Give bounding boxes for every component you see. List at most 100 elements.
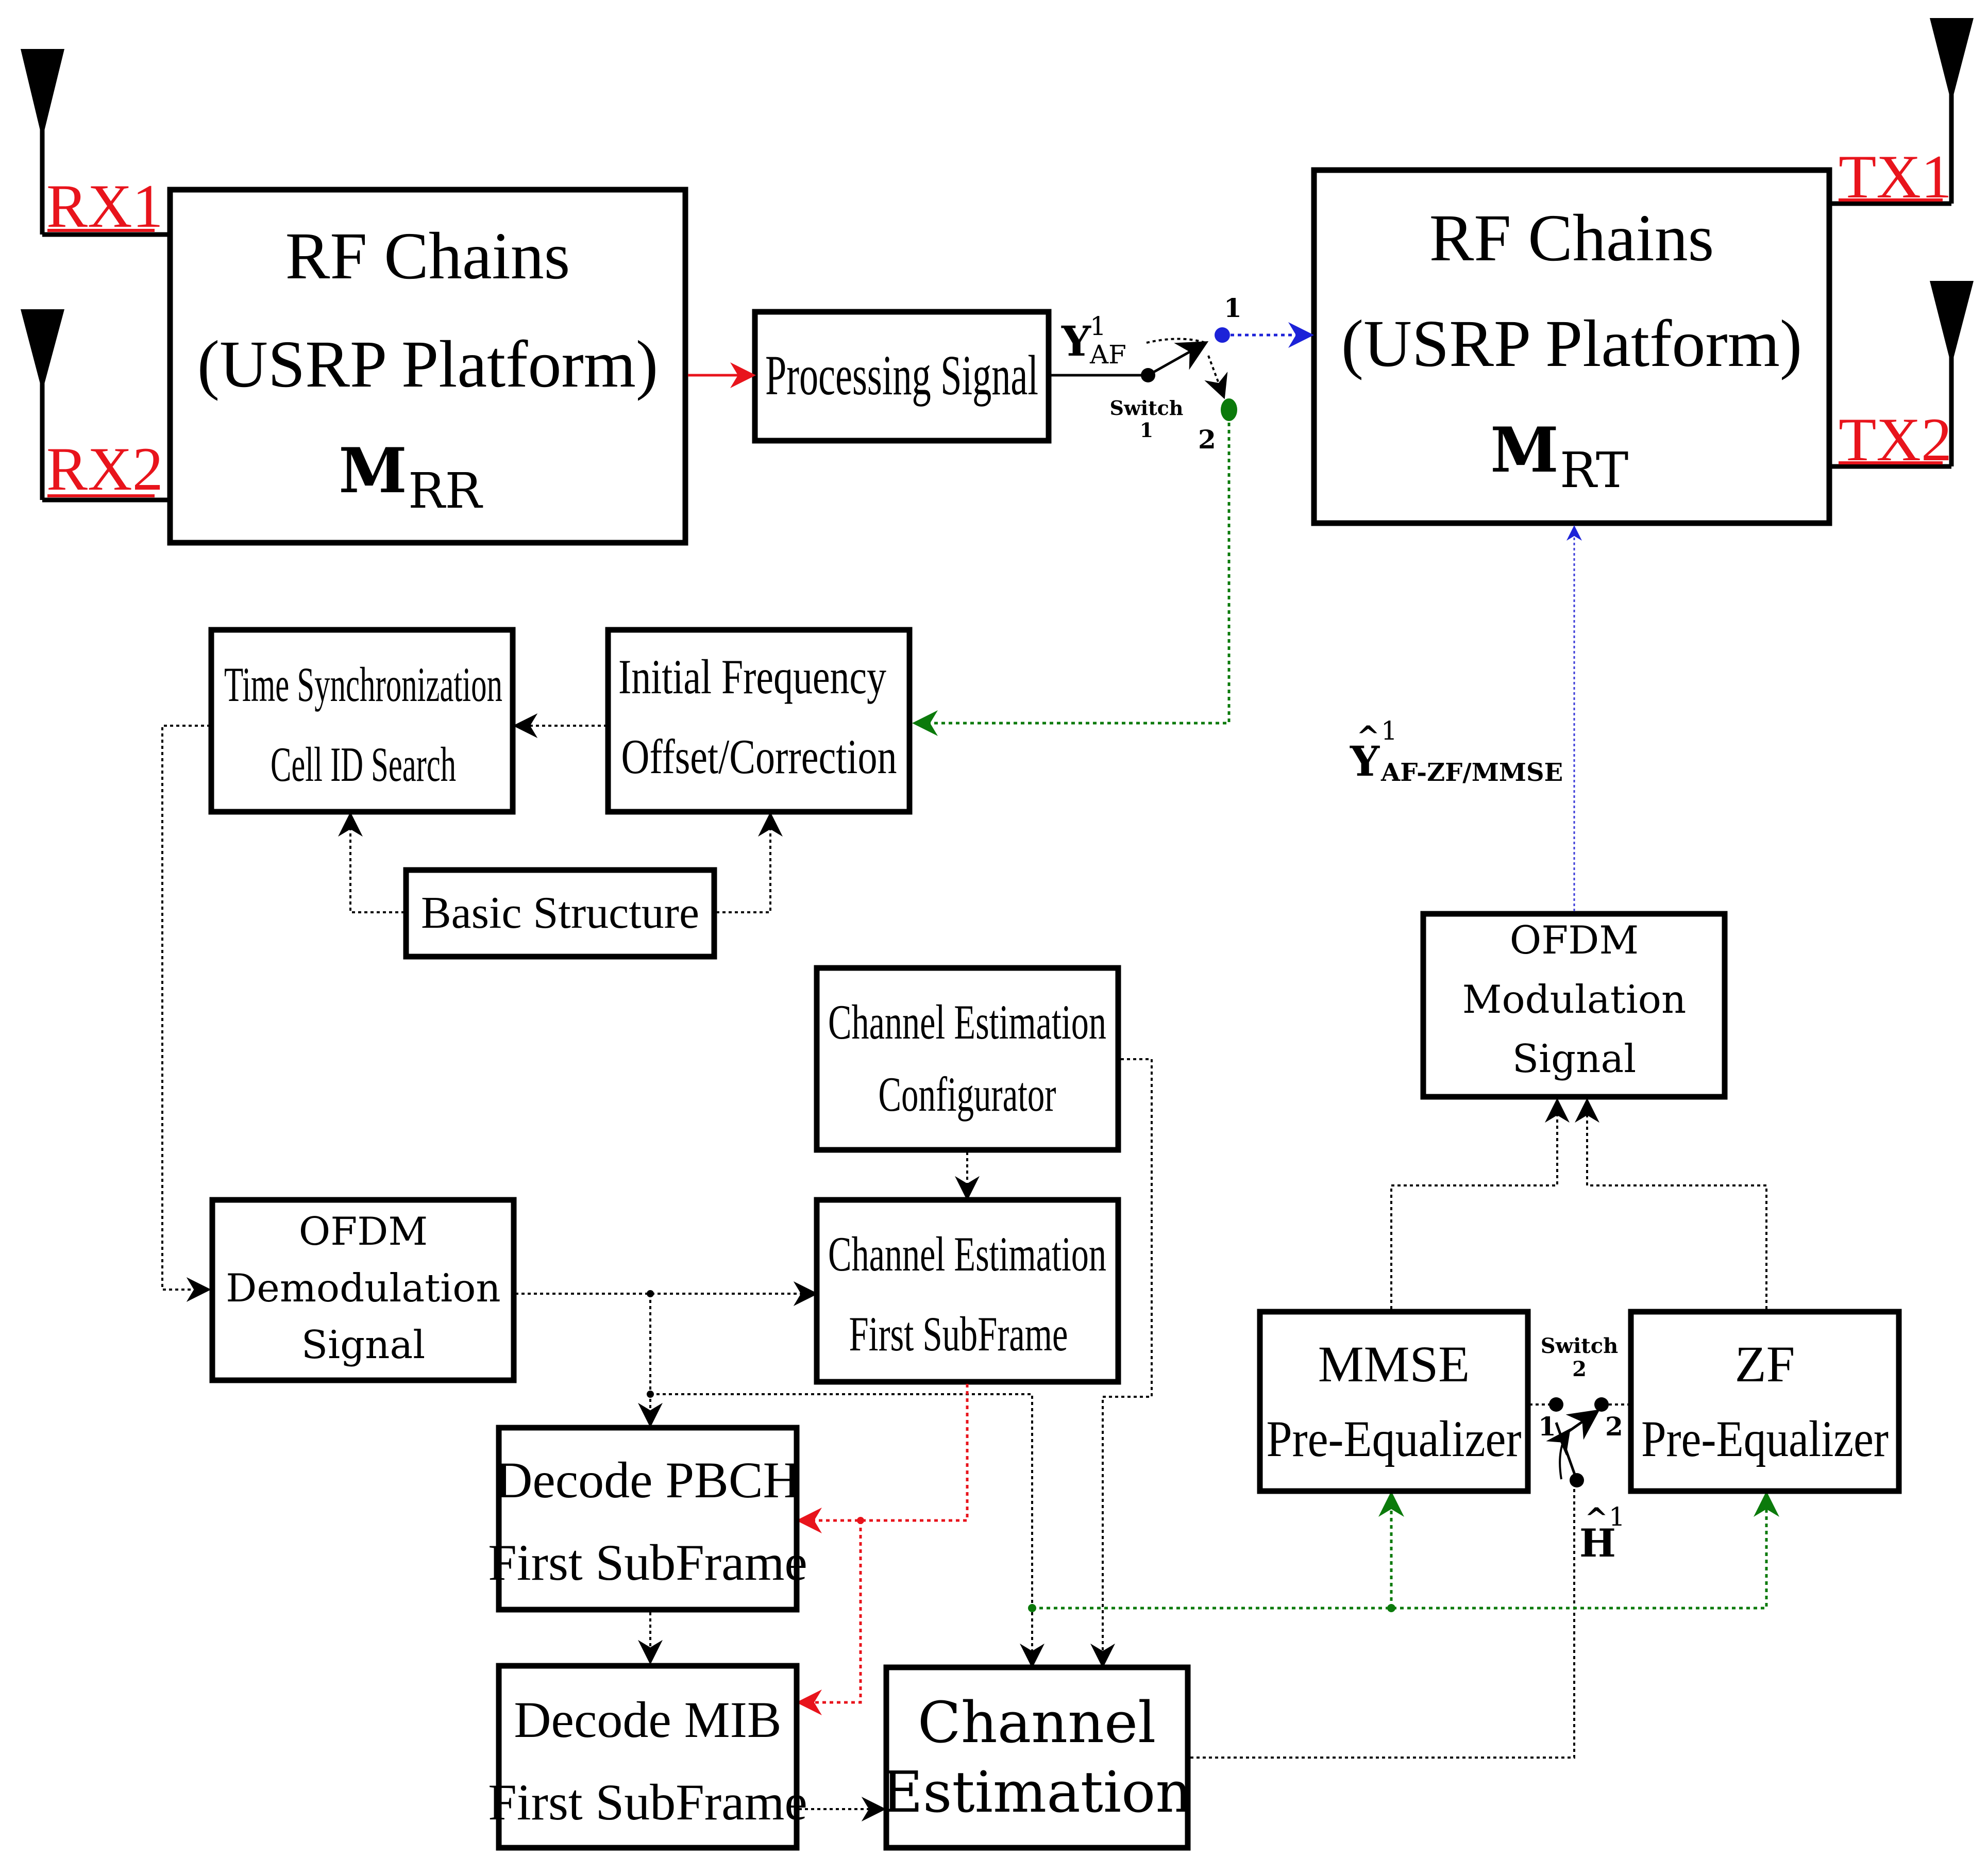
time-sync-to-ofdm-demod-arrow	[161, 725, 211, 1302]
switch2-label: Switch	[1541, 1334, 1618, 1358]
switch1-pos2-dot	[1221, 398, 1237, 421]
ifo-line2: Offset/Correction	[621, 729, 897, 784]
ce-first-line2: First SubFrame	[849, 1307, 1068, 1361]
switch1-pos1-dot	[1215, 327, 1230, 343]
processing-signal-block: Processing Signal	[752, 309, 1052, 444]
rf-tx-m-subscript: RT	[1560, 442, 1628, 499]
time-sync-line1: Time Synchronization	[224, 657, 502, 712]
processing-label: Processing Signal	[765, 344, 1038, 407]
rf-tx-m-label: M	[1490, 414, 1559, 487]
signal-y-af-label: Y 1 AF	[1061, 311, 1126, 370]
switch1-pos2-label: 2	[1198, 424, 1216, 455]
ifo-line1: Initial Frequency	[618, 649, 886, 704]
basic-to-ifo-arrow	[716, 812, 783, 913]
rf-rx-title: RF Chains	[285, 219, 570, 293]
switch1-pos1-label: 1	[1224, 293, 1242, 323]
h-hat-superscript: 1	[1609, 1502, 1625, 1532]
switch2-number: 2	[1572, 1357, 1587, 1381]
decode-pbch-block: Decode PBCH First SubFrame	[488, 1425, 807, 1613]
rf-rx-m-subscript: RR	[408, 463, 483, 520]
basic-structure-block: Basic Structure	[403, 867, 717, 960]
rf-tx-subtitle: (USRP Platform)	[1341, 307, 1802, 381]
switch1-to-ifo-arrow	[912, 423, 1231, 736]
tx2-label: TX2	[1839, 405, 1952, 474]
mib-line2: First SubFrame	[488, 1774, 807, 1831]
antenna-rx1: RX1	[21, 49, 170, 240]
ce-config-line2: Configurator	[879, 1067, 1056, 1122]
basic-to-time-sync-arrow	[338, 812, 405, 913]
antenna-rx2-icon	[21, 309, 64, 392]
ofdm-mod-line1: OFDM	[1510, 917, 1639, 963]
rx1-label: RX1	[46, 172, 163, 240]
zf-line2: Pre-Equalizer	[1641, 1410, 1889, 1467]
rf-rx-m-label: M	[339, 434, 407, 507]
ce-to-equalizers-green-bus	[1032, 1491, 1779, 1610]
ofdm-demod-line1: OFDM	[299, 1209, 428, 1254]
switch2-pos1-label: 1	[1538, 1411, 1556, 1442]
pbch-line1: Decode PBCH	[495, 1451, 800, 1509]
rx2-label: RX2	[46, 434, 163, 503]
y-af-superscript: 1	[1090, 311, 1106, 341]
ce-main-line2: Estimation	[882, 1759, 1192, 1825]
time-sync-block: Time Synchronization Cell ID Search	[208, 627, 516, 815]
h-hat-main: H	[1579, 1520, 1616, 1566]
channel-estimation-block: Channel Estimation	[882, 1664, 1192, 1851]
mmse-pre-equalizer-block: MMSE Pre-Equalizer	[1257, 1309, 1531, 1494]
ce-config-to-ce-main-arrow	[1090, 1058, 1153, 1668]
switch1-number: 1	[1140, 419, 1153, 442]
ce-main-line1: Channel	[918, 1690, 1156, 1755]
ofdm-modulation-block: OFDM Modulation Signal	[1420, 911, 1728, 1100]
ce-configurator-block: Channel Estimation Configurator	[814, 965, 1121, 1153]
y-hat-accent: ^	[1356, 720, 1380, 753]
antenna-rx2: RX2	[21, 309, 170, 503]
switch-2: Switch 2 1 2	[1529, 1334, 1629, 1487]
antenna-tx2: TX2	[1832, 281, 1974, 474]
rf-chains-tx-block: RF Chains (USRP Platform) M RT	[1311, 167, 1832, 526]
ce-first-to-mib-arrow	[796, 1520, 862, 1715]
ce-first-to-pbch-arrow	[796, 1384, 969, 1533]
switch-1: 1 2 Switch 1	[1110, 293, 1242, 455]
mmse-to-ofdm-mod-arrow	[1390, 1098, 1570, 1309]
antenna-rx1-icon	[21, 49, 64, 139]
time-sync-line2: Cell ID Search	[271, 737, 456, 792]
initial-frequency-block: Initial Frequency Offset/Correction	[605, 627, 913, 815]
ofdm-demod-line3: Signal	[301, 1322, 425, 1367]
y-af-main: Y	[1061, 317, 1091, 365]
pbch-line2: First SubFrame	[488, 1534, 807, 1591]
rf-rx-subtitle: (USRP Platform)	[197, 327, 658, 402]
switch2-pos2-label: 2	[1605, 1411, 1623, 1442]
ofdm-mod-line3: Signal	[1512, 1036, 1636, 1081]
switch1-label: Switch	[1110, 396, 1184, 420]
h-hat-accent: ^	[1585, 1501, 1608, 1535]
zf-to-ofdm-mod-arrow	[1575, 1098, 1767, 1309]
ofdm-mod-line2: Modulation	[1462, 977, 1687, 1022]
switch2-pos2-dot	[1594, 1397, 1609, 1412]
junction-to-ce-main-arrow	[650, 1393, 1044, 1668]
antenna-tx1-icon	[1930, 18, 1974, 103]
ce-first-subframe-block: Channel Estimation First SubFrame	[814, 1197, 1121, 1385]
ce-config-line1: Channel Estimation	[828, 995, 1106, 1049]
ofdm-demod-line2: Demodulation	[226, 1265, 500, 1311]
y-hat-subscript: AF-ZF/MMSE	[1380, 758, 1563, 787]
ofdm-demod-block: OFDM Demodulation Signal	[209, 1197, 517, 1383]
antenna-tx1: TX1	[1832, 18, 1974, 211]
tx1-label: TX1	[1839, 142, 1952, 211]
mmse-line2: Pre-Equalizer	[1267, 1410, 1522, 1467]
ce-main-to-switch2-wire	[1190, 1484, 1575, 1759]
h-hat-label: H ^ 1	[1579, 1501, 1625, 1566]
antenna-tx2-icon	[1930, 281, 1974, 366]
y-hat-superscript: 1	[1381, 716, 1397, 746]
zf-line1: ZF	[1735, 1335, 1795, 1393]
rf-tx-title: RF Chains	[1429, 201, 1714, 275]
switch2-pos1-dot	[1549, 1397, 1563, 1412]
decode-mib-block: Decode MIB First SubFrame	[488, 1663, 807, 1851]
y-af-subscript: AF	[1089, 340, 1126, 370]
mmse-line1: MMSE	[1318, 1335, 1470, 1393]
mib-line1: Decode MIB	[514, 1691, 781, 1748]
y-hat-main: Y	[1350, 737, 1380, 785]
basic-label: Basic Structure	[421, 888, 699, 938]
y-hat-label: Y ^ 1 AF-ZF/MMSE	[1350, 716, 1563, 787]
ce-first-line1: Channel Estimation	[828, 1227, 1106, 1281]
zf-pre-equalizer-block: ZF Pre-Equalizer	[1628, 1309, 1902, 1494]
